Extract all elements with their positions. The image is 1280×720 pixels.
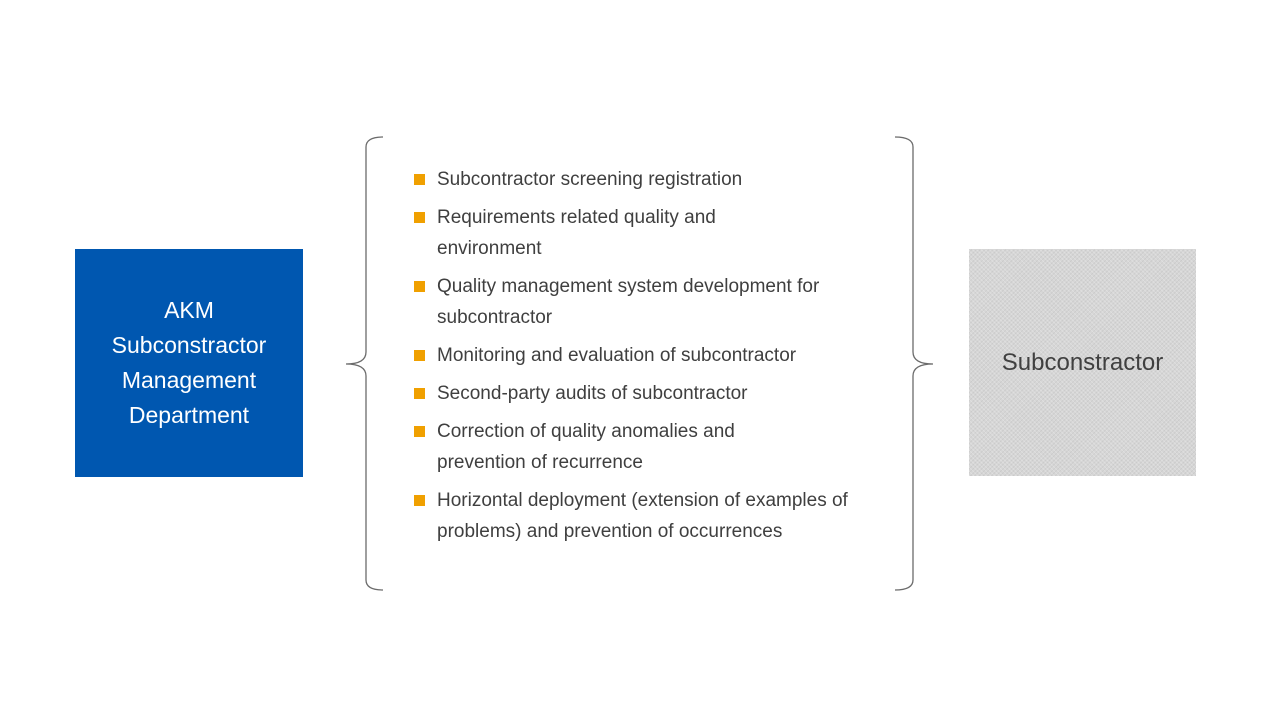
list-item-text: Second-party audits of subcontractor: [437, 383, 748, 404]
list-item-text: Requirements related quality and environ…: [437, 207, 716, 259]
square-bullet-icon: [414, 495, 425, 506]
list-item: Second-party audits of subcontractor: [413, 378, 887, 409]
akm-label-line: AKM: [164, 297, 214, 323]
list-item-text: Horizontal deployment (extension of exam…: [437, 490, 848, 542]
list-item-text: Quality management system development fo…: [437, 276, 820, 328]
list-item: Subcontractor screening registration: [413, 164, 817, 195]
akm-department-box: AKM Subconstractor Management Department: [75, 249, 303, 477]
square-bullet-icon: [414, 426, 425, 437]
list-item: Quality management system development fo…: [413, 271, 887, 333]
subconstractor-box: Subconstractor: [969, 249, 1196, 476]
akm-department-label: AKM Subconstractor Management Department: [112, 293, 267, 433]
akm-label-line: Subconstractor: [111, 332, 267, 358]
left-brace: [345, 136, 384, 591]
square-bullet-icon: [414, 174, 425, 185]
list-item-text: Monitoring and evaluation of subcontract…: [437, 345, 797, 366]
list-item-text: Correction of quality anomalies and prev…: [437, 421, 735, 473]
akm-label-line: Department: [128, 402, 250, 428]
square-bullet-icon: [414, 388, 425, 399]
square-bullet-icon: [414, 350, 425, 361]
list-item: Requirements related quality and environ…: [413, 202, 777, 264]
square-bullet-icon: [414, 212, 425, 223]
right-brace: [894, 136, 934, 591]
list-item: Horizontal deployment (extension of exam…: [413, 485, 857, 547]
list-item: Monitoring and evaluation of subcontract…: [413, 340, 887, 371]
list-item: Correction of quality anomalies and prev…: [413, 416, 802, 478]
responsibilities-list: Subcontractor screening registration Req…: [413, 164, 883, 554]
subconstractor-label: Subconstractor: [1001, 348, 1164, 376]
square-bullet-icon: [414, 281, 425, 292]
akm-label-line: Management: [121, 367, 257, 393]
list-item-text: Subcontractor screening registration: [437, 169, 743, 190]
